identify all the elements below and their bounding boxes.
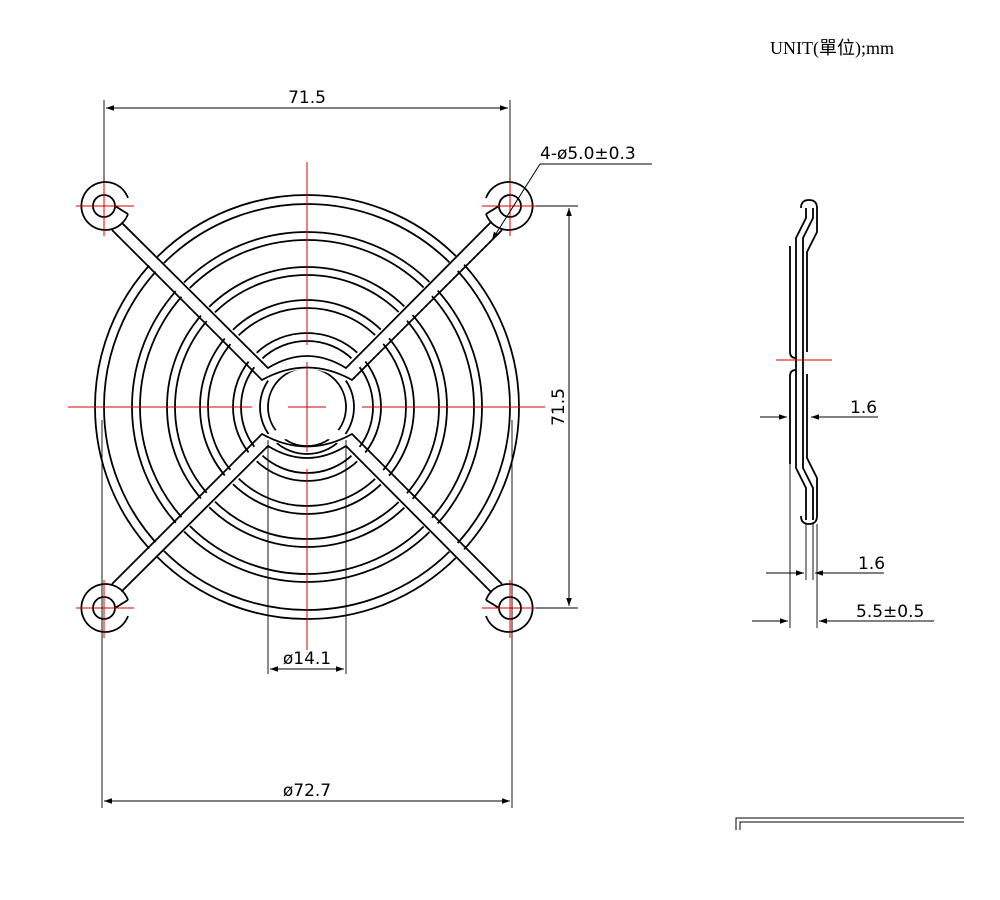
dim-thickness-label: 5.5±0.5 [856, 602, 924, 622]
title-block-border [735, 817, 964, 830]
front-centerlines [68, 162, 545, 650]
side-view: 1.6 1.6 5.5±0.5 [752, 199, 934, 628]
dim-thickness: 5.5±0.5 [752, 464, 934, 628]
dim-hub: ø14.1 [267, 440, 347, 674]
dim-outer-label: ø72.7 [283, 781, 331, 801]
dim-height-label: 71.5 [549, 388, 569, 426]
front-view: 71.5 71.5 4-ø5.0±0.3 ø14.1 ø72.7 [68, 88, 652, 808]
dim-height: 71.5 [536, 205, 578, 609]
dim-wire-2: 1.6 [766, 524, 885, 580]
dim-width: 71.5 [103, 88, 511, 182]
hole-callout: 4-ø5.0±0.3 [491, 144, 652, 241]
spoke-bottom-outer [116, 444, 496, 597]
spoke-top-outer [116, 217, 496, 370]
dim-wire-1-label: 1.6 [850, 398, 877, 418]
dim-wire-2-label: 1.6 [858, 554, 885, 574]
side-profile [789, 199, 818, 525]
dim-width-label: 71.5 [288, 88, 326, 108]
dim-hub-label: ø14.1 [283, 649, 331, 669]
dim-outer: ø72.7 [101, 420, 513, 808]
hole-callout-label: 4-ø5.0±0.3 [540, 144, 636, 164]
dim-wire-1: 1.6 [760, 398, 878, 420]
unit-label: UNIT(單位);mm [770, 38, 894, 59]
